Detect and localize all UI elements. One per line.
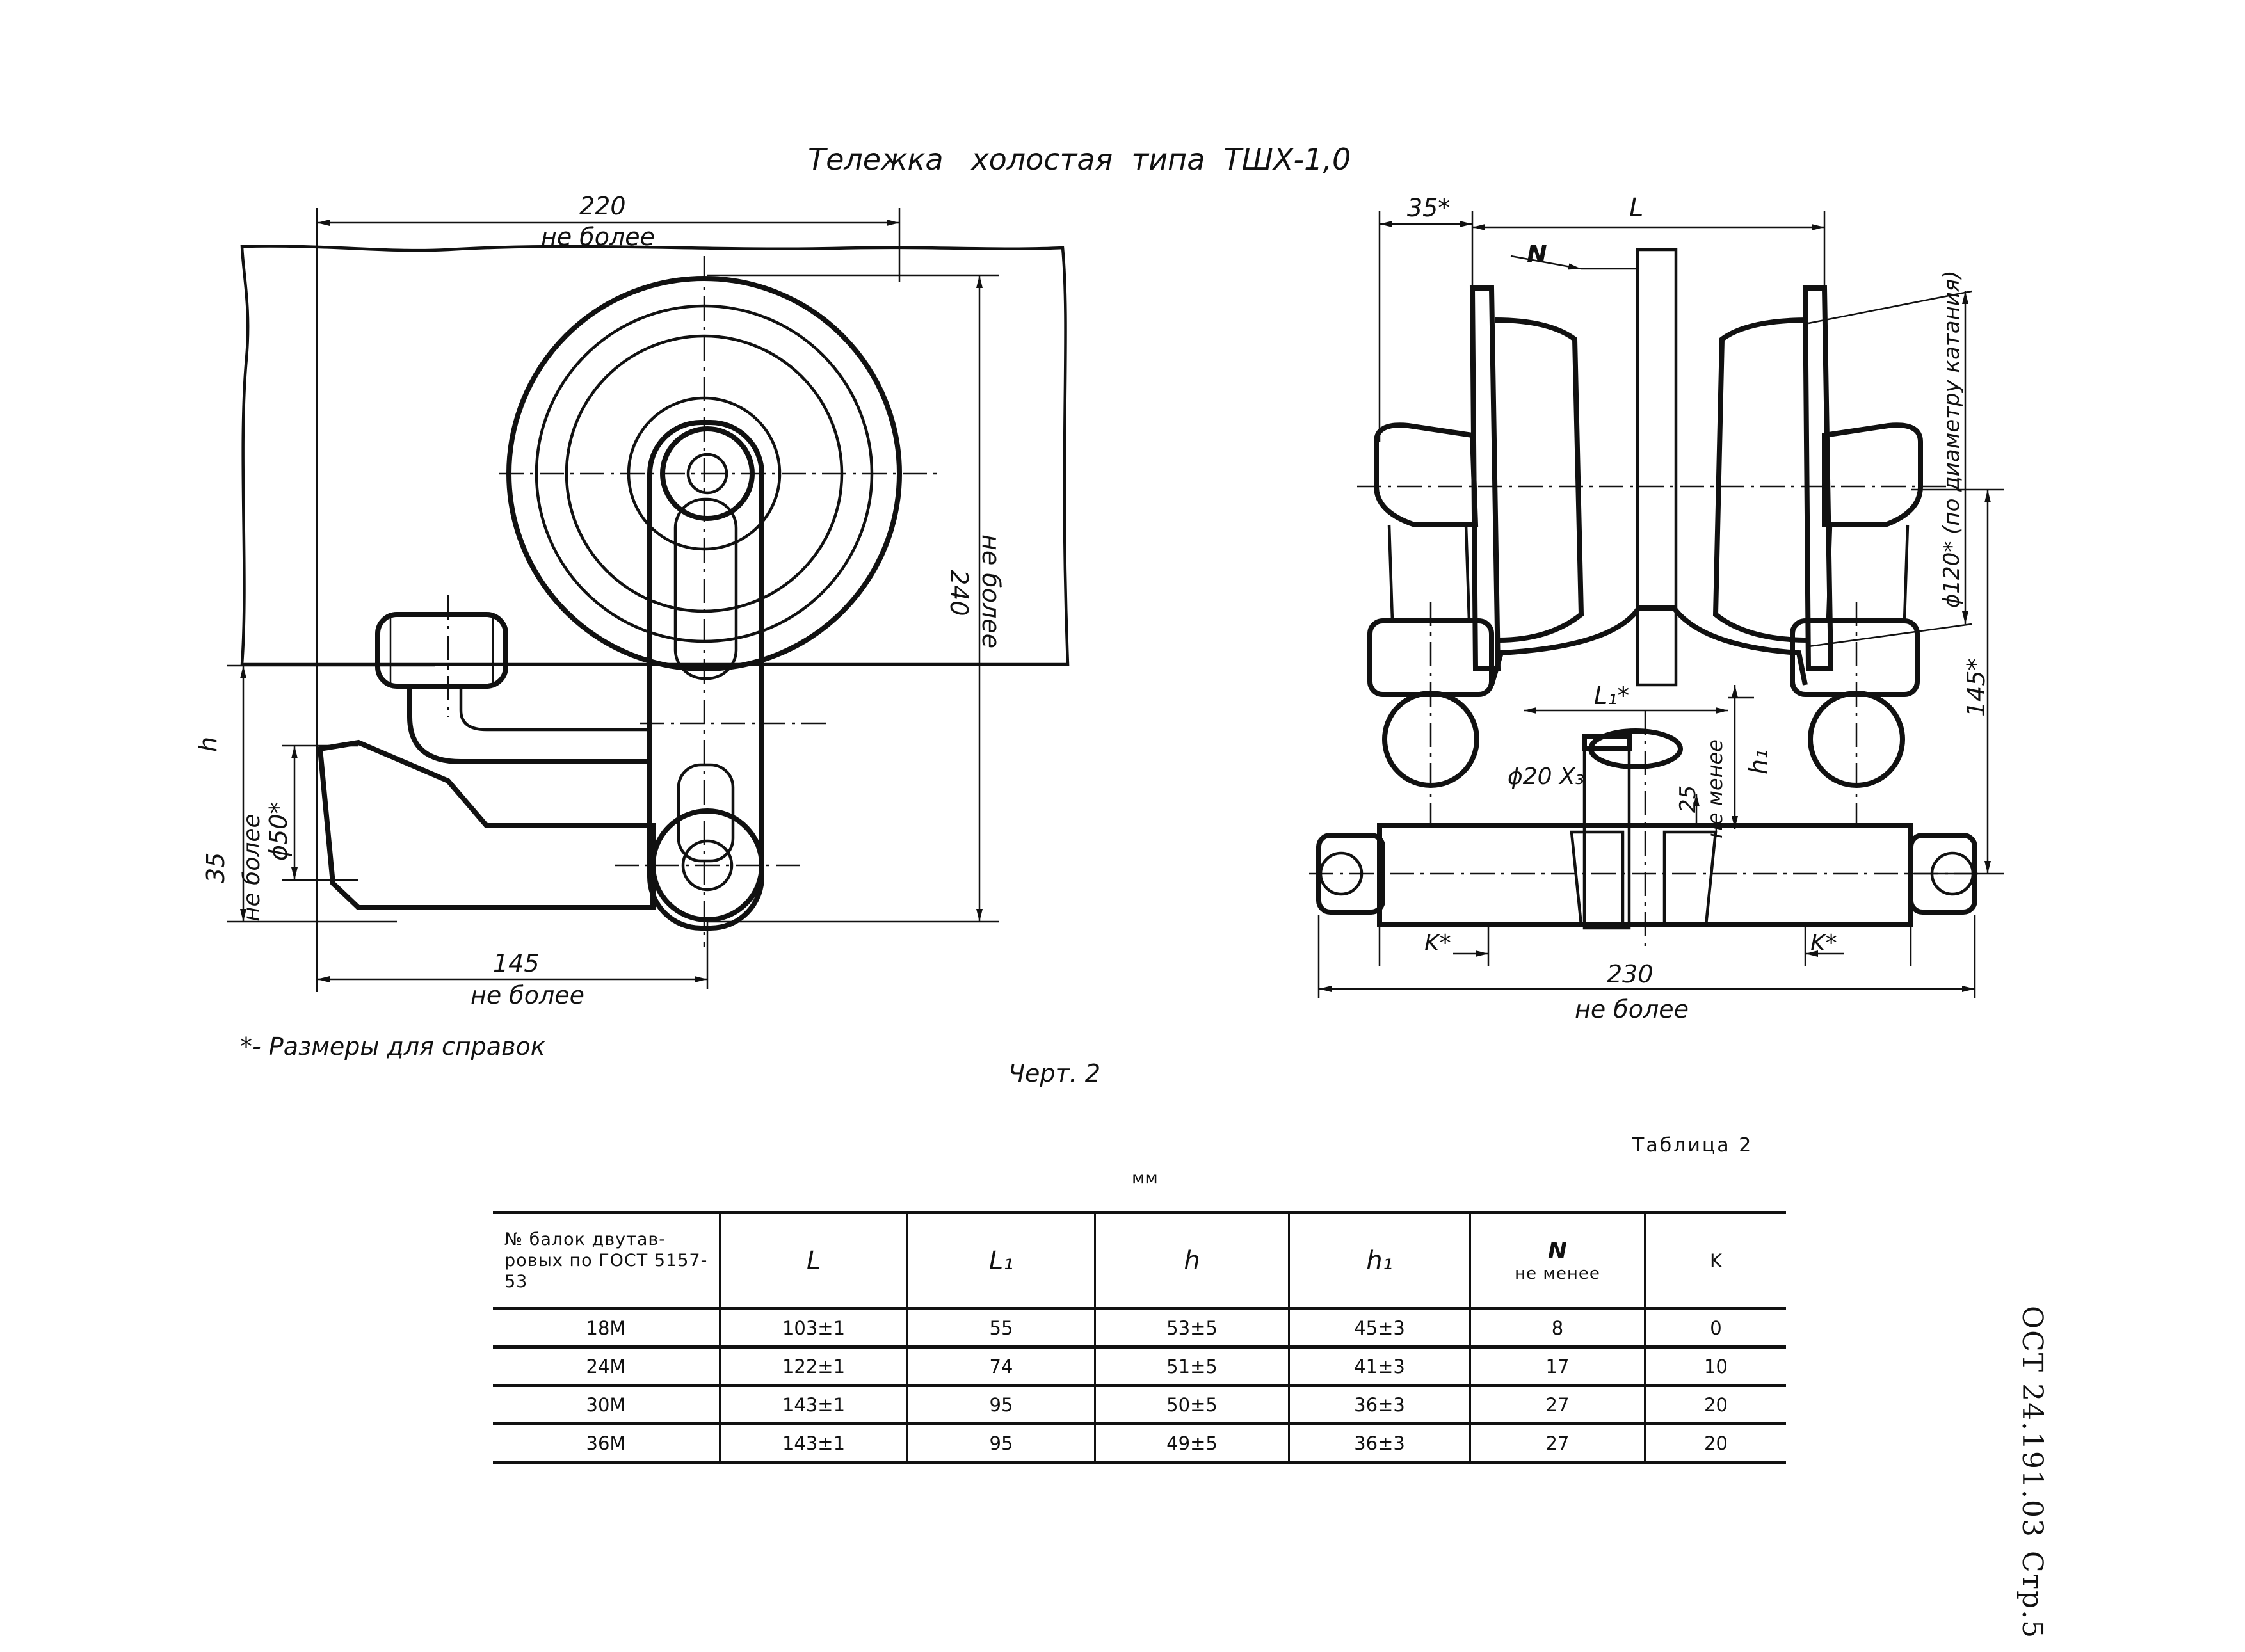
cell-L1: 55	[906, 1308, 1095, 1349]
header-h: h	[1094, 1211, 1289, 1310]
cell-N: 27	[1469, 1385, 1645, 1425]
table-row: 24M 122±1 74 51±5 41±3 17 10	[493, 1347, 1786, 1387]
beam-outline	[240, 245, 1070, 666]
dim-145star: 145*	[1962, 658, 1990, 717]
cell-h1: 36±3	[1288, 1385, 1470, 1425]
nut-block	[375, 612, 508, 689]
figure-caption: Черт. 2	[1008, 1059, 1100, 1087]
dim-230-note: не более	[1575, 995, 1689, 1023]
standard-number: ОСТ 24.191.03	[2016, 1306, 2048, 1539]
dim-dia-50: ϕ50*	[264, 802, 293, 861]
cell-h1: 36±3	[1288, 1423, 1470, 1464]
header-N-symbol: N	[1547, 1238, 1568, 1264]
cell-L1: 95	[906, 1423, 1095, 1464]
cell-K: 20	[1644, 1423, 1786, 1464]
dim-h: h	[194, 737, 222, 752]
header-N-note: не менее	[1515, 1264, 1600, 1283]
header-h1: h₁	[1288, 1211, 1470, 1310]
dimensions-table: № балок двутав-ровых по ГОСТ 5157-53 L L…	[493, 1211, 1786, 1464]
cell-beam: 18M	[493, 1308, 720, 1349]
header-K: K	[1644, 1211, 1786, 1310]
cell-beam: 36M	[493, 1423, 720, 1464]
header-L1: L₁	[906, 1211, 1095, 1310]
cell-L1: 74	[906, 1347, 1095, 1387]
dim-L: L	[1629, 193, 1643, 223]
header-beam: № балок двутав-ровых по ГОСТ 5157-53	[493, 1211, 720, 1310]
cell-L: 143±1	[719, 1423, 908, 1464]
dim-K-right: K*	[1810, 930, 1837, 956]
cell-beam: 30M	[493, 1385, 720, 1425]
dim-220: 220	[579, 192, 626, 220]
cell-h1: 41±3	[1288, 1347, 1470, 1387]
dim-230: 230	[1607, 960, 1654, 988]
dim-35star: 35*	[1407, 194, 1450, 222]
page-side-label: ОСТ 24.191.03Стр.5	[2016, 1306, 2048, 1652]
dim-240: 240	[945, 570, 973, 616]
cell-L1: 95	[906, 1385, 1095, 1425]
cell-h: 49±5	[1094, 1423, 1289, 1464]
left-view: 220 не более 240 не более h 35 не более …	[194, 192, 1070, 1009]
reference-note: *- Размеры для справок	[240, 1032, 545, 1061]
side-plate	[647, 420, 764, 931]
cell-h: 51±5	[1094, 1347, 1289, 1387]
dim-dia-20: ϕ20 X₃	[1508, 764, 1584, 790]
drawing-title: Тележка холостая типа ТШХ-1,0	[808, 142, 1351, 177]
cell-K: 10	[1644, 1347, 1786, 1387]
dim-145-note: не более	[471, 981, 584, 1009]
dim-25: 25	[1675, 785, 1701, 813]
header-L: L	[719, 1211, 908, 1310]
cell-beam: 24M	[493, 1347, 720, 1387]
dim-N: N	[1527, 240, 1547, 268]
table-row: 36M 143±1 95 49±5 36±3 27 20	[493, 1423, 1786, 1464]
cell-L: 122±1	[719, 1347, 908, 1387]
dim-220-note: не более	[541, 223, 655, 251]
table-caption: Таблица 2	[1632, 1134, 1753, 1157]
cell-N: 27	[1469, 1423, 1645, 1464]
cell-h1: 45±3	[1288, 1308, 1470, 1349]
cell-N: 17	[1469, 1347, 1645, 1387]
header-N: N не менее	[1469, 1211, 1645, 1310]
dim-K-left: K*	[1424, 930, 1451, 956]
table-units: мм	[1132, 1168, 1158, 1188]
right-view: 35* L N ϕ120* (по диаметру катания) 145*…	[1309, 193, 2004, 1023]
table-row: 18M 103±1 55 53±5 45±3 8 0	[493, 1308, 1786, 1349]
dim-35: 35	[202, 853, 230, 883]
rail-web	[1636, 248, 1678, 687]
dim-35-note: не более	[239, 814, 265, 922]
cell-L: 103±1	[719, 1308, 908, 1349]
dim-h1: h₁	[1744, 750, 1773, 774]
dim-240-note: не более	[977, 534, 1005, 648]
cell-L: 143±1	[719, 1385, 908, 1425]
dim-25-note: не менее	[1703, 739, 1727, 838]
dim-145: 145	[493, 949, 540, 977]
cell-N: 8	[1469, 1308, 1645, 1349]
dim-dia-120: ϕ120* (по диаметру катания)	[1939, 270, 1965, 608]
technical-drawing: Тележка холостая типа ТШХ-1,0	[194, 142, 2004, 1087]
cell-h: 50±5	[1094, 1385, 1289, 1425]
cell-h: 53±5	[1094, 1308, 1289, 1349]
dim-L1: L₁*	[1594, 682, 1629, 710]
table-header-row: № балок двутав-ровых по ГОСТ 5157-53 L L…	[493, 1211, 1786, 1310]
cell-K: 0	[1644, 1308, 1786, 1349]
cell-K: 20	[1644, 1385, 1786, 1425]
table-row: 30M 143±1 95 50±5 36±3 27 20	[493, 1385, 1786, 1425]
page-number: Стр.5	[2016, 1551, 2048, 1640]
